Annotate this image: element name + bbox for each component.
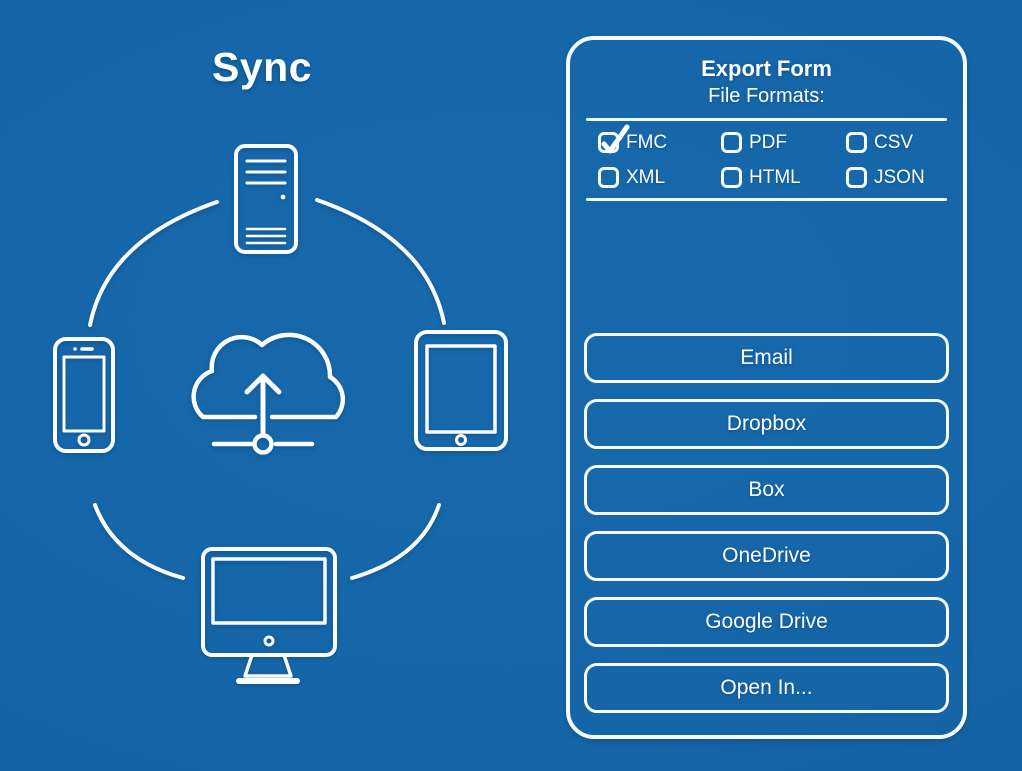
export-destination-button[interactable]: OneDrive <box>584 531 949 581</box>
export-panel: Export Form File Formats: FMC PDF CSV XM… <box>566 36 967 739</box>
divider-bottom <box>586 198 947 201</box>
checkbox-label: FMC <box>626 131 668 153</box>
upload-arrow-icon <box>244 373 282 437</box>
file-format-option[interactable]: CSV <box>846 132 963 153</box>
checkmark-icon <box>601 124 630 154</box>
checkbox-icon[interactable] <box>598 167 619 188</box>
cloud-upload-icon <box>191 332 346 455</box>
file-format-option[interactable]: FMC <box>598 124 721 154</box>
sync-ring-icon <box>88 198 446 580</box>
checkbox-icon[interactable] <box>721 167 742 188</box>
export-destination-list: Email Dropbox Box OneDrive Google Drive … <box>584 333 949 713</box>
export-destination-button[interactable]: Box <box>584 465 949 515</box>
checkbox-icon[interactable] <box>598 124 630 154</box>
file-format-option[interactable]: JSON <box>846 167 963 188</box>
sync-diagram-graphic <box>0 0 560 771</box>
export-destination-button[interactable]: Open In... <box>584 663 949 713</box>
smartphone-icon <box>53 337 115 453</box>
file-formats-label: File Formats: <box>708 85 825 107</box>
export-destination-button[interactable]: Dropbox <box>584 399 949 449</box>
desktop-icon <box>201 547 337 684</box>
server-icon <box>234 144 298 254</box>
export-panel-title: Export Form <box>701 56 832 81</box>
checkbox-label: HTML <box>749 166 801 188</box>
checkbox-label: CSV <box>874 131 914 153</box>
checkbox-label: XML <box>626 166 666 188</box>
file-format-option[interactable]: HTML <box>721 167 846 188</box>
divider-top <box>586 118 947 121</box>
checkbox-icon[interactable] <box>721 132 742 153</box>
checkbox-icon[interactable] <box>846 167 867 188</box>
file-format-grid: FMC PDF CSV XML HTML JSON <box>598 124 963 188</box>
export-destination-button[interactable]: Google Drive <box>584 597 949 647</box>
export-destination-button[interactable]: Email <box>584 333 949 383</box>
checkbox-label: PDF <box>749 131 787 153</box>
checkbox-label: JSON <box>874 166 925 188</box>
sync-title: Sync <box>212 44 312 90</box>
tablet-icon <box>414 330 508 451</box>
file-format-option[interactable]: XML <box>598 167 721 188</box>
file-format-option[interactable]: PDF <box>721 132 846 153</box>
checkbox-icon[interactable] <box>846 132 867 153</box>
network-node-icon <box>252 433 274 455</box>
